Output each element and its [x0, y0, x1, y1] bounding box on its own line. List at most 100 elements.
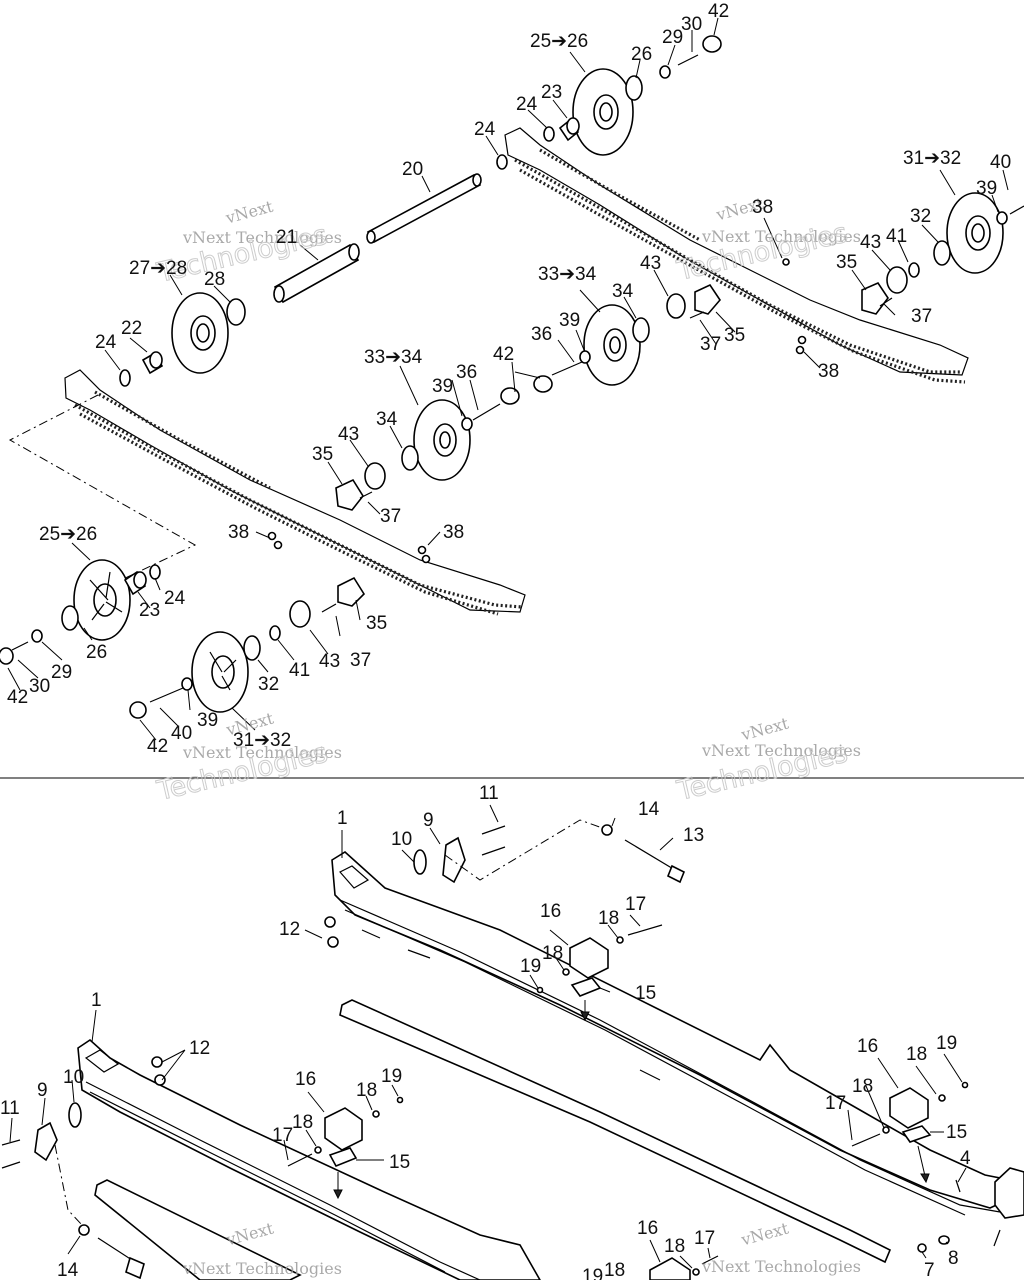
washer-24-top-a	[543, 126, 555, 142]
label-43: 43	[640, 253, 661, 274]
label-15: 15	[389, 1152, 410, 1173]
label-18: 18	[664, 1236, 685, 1257]
label-24: 24	[516, 94, 538, 115]
bolt-37-lower	[359, 491, 373, 499]
washer-18-upper-b	[562, 968, 570, 976]
watermark-vnext: vNext	[738, 1218, 791, 1249]
wear-strip-right	[339, 999, 892, 1264]
label-4: 4	[960, 1148, 971, 1169]
watermark-vnext: vNext	[223, 1218, 276, 1249]
watermark-vnext: vNext	[223, 197, 276, 228]
wheel-25-26-lower	[73, 559, 131, 641]
label-38: 38	[818, 361, 839, 382]
watermark-text: vNext Technologies	[701, 1257, 861, 1276]
bearing-34-upper	[632, 317, 650, 343]
nut-38-left-a	[267, 531, 277, 541]
assembly-leader-top	[8, 394, 197, 591]
label-37: 37	[700, 334, 721, 355]
nut-12-left-b	[154, 1074, 166, 1086]
plate-10-upper	[413, 849, 427, 875]
label-13: 13	[683, 825, 704, 846]
block-16-left	[324, 1107, 363, 1151]
label-18: 18	[604, 1260, 625, 1280]
left-runner	[77, 1038, 541, 1280]
label-22: 22	[121, 318, 142, 339]
nut-14-upper	[601, 824, 613, 836]
label-33-34: 33➔34	[538, 264, 597, 285]
wheel-25-26-top	[572, 68, 634, 156]
label-34: 34	[376, 409, 398, 430]
label-12: 12	[279, 919, 300, 940]
washer-18-left-b	[314, 1146, 322, 1154]
bracket-35-upper	[694, 283, 722, 315]
label-39: 39	[976, 178, 997, 199]
spacer-part-21	[273, 243, 360, 304]
upper-left-rail	[64, 369, 526, 616]
label-19: 19	[936, 1033, 957, 1054]
ring-41-right	[908, 262, 920, 278]
washer-18-bottom	[692, 1268, 700, 1276]
label-19: 19	[381, 1066, 402, 1087]
label-42: 42	[708, 1, 729, 22]
nut-12-left-a	[151, 1056, 163, 1068]
assembly-leader-left	[54, 1144, 83, 1226]
washer-18-left-a	[372, 1110, 380, 1118]
washer-18-right-a	[938, 1094, 946, 1102]
bearing-28	[226, 298, 246, 326]
label-24: 24	[474, 119, 496, 140]
bracket-35-lower	[335, 478, 364, 511]
bolt-13-left	[97, 1237, 136, 1263]
bearing-32-lower	[243, 635, 261, 661]
label-20: 20	[402, 159, 423, 180]
label-30: 30	[29, 676, 50, 697]
nut-38-right-a	[797, 335, 807, 345]
bracket-35-lower-b	[337, 576, 366, 607]
bolt-8b	[993, 1229, 1001, 1247]
label-9: 9	[423, 810, 434, 831]
label-24: 24	[164, 588, 186, 609]
label-10: 10	[391, 829, 412, 850]
label-17: 17	[694, 1228, 715, 1249]
screw-4	[955, 1179, 961, 1193]
cap-42-upper	[533, 375, 553, 393]
watermark-vnext: vNext	[738, 713, 791, 744]
label-23: 23	[139, 600, 160, 621]
label-43: 43	[319, 651, 340, 672]
pad-15-right	[901, 1125, 932, 1143]
label-24: 24	[95, 332, 117, 353]
part-labels-bottom: 11 1 10 9 14 13 12 16 18 17 18 19 15 1 1…	[0, 783, 971, 1280]
bearing-34-lower	[401, 445, 419, 471]
label-25-26: 25➔26	[530, 31, 588, 52]
bottom-assembly	[1, 804, 1024, 1280]
plate-9-left	[34, 1121, 58, 1162]
screw-19-right	[961, 1081, 969, 1089]
nut-7	[917, 1243, 927, 1253]
label-32: 32	[258, 674, 279, 695]
wheel-33-34-lower	[413, 399, 471, 481]
screw-30-lower	[11, 641, 29, 651]
spacer-23-lower	[123, 570, 147, 596]
washer-18-upper-a	[616, 936, 624, 944]
bolt-37-right	[879, 297, 893, 307]
washer-43-lower-b	[289, 600, 311, 628]
label-35: 35	[836, 252, 857, 273]
plate-10-left	[68, 1102, 82, 1128]
label-36: 36	[456, 362, 477, 383]
cap-42-top	[702, 35, 722, 53]
bolt-36-upper	[551, 361, 583, 376]
wear-strip-left	[94, 1179, 302, 1280]
bolt-37-upper	[689, 311, 705, 319]
label-37: 37	[911, 306, 932, 327]
screw-30-top	[677, 54, 699, 66]
label-36: 36	[531, 324, 552, 345]
label-8: 8	[948, 1248, 959, 1269]
label-11: 11	[479, 783, 499, 804]
label-38: 38	[752, 197, 773, 218]
label-14: 14	[57, 1260, 79, 1280]
bolt-13	[624, 839, 686, 884]
label-18: 18	[598, 908, 619, 929]
bolt-11-left-a	[1, 1139, 21, 1146]
bolt-head-13-left	[125, 1256, 145, 1280]
leader-lines-top	[7, 17, 1009, 741]
